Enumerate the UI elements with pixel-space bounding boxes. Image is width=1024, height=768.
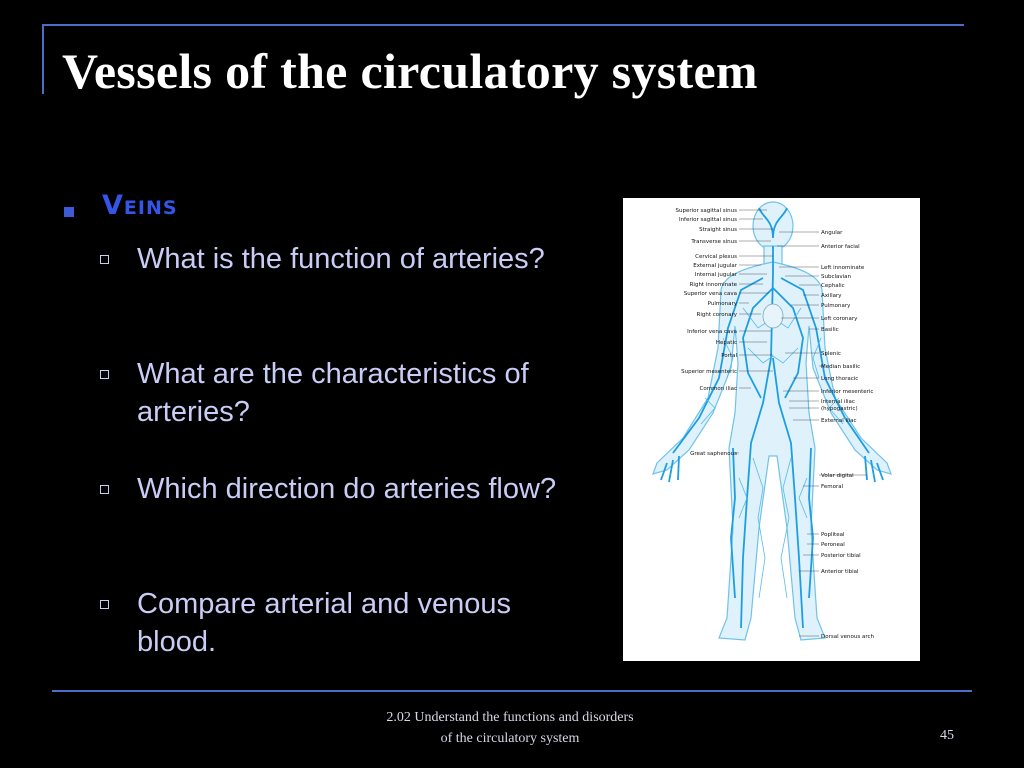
figure-label: Cervical plexus bbox=[695, 254, 737, 260]
figure-label: Posterior tibial bbox=[821, 553, 861, 559]
title-frame-top bbox=[42, 24, 964, 26]
figure-label: Median basilic bbox=[821, 364, 860, 370]
list-item-text: Which direction do arteries flow? bbox=[137, 473, 557, 505]
figure-label: Common iliac bbox=[700, 386, 738, 392]
figure-label: Superior sagittal sinus bbox=[676, 208, 738, 214]
figure-label: Femoral bbox=[821, 484, 844, 490]
figure-label: (hypogastric) bbox=[821, 406, 858, 412]
figure-label: Right coronary bbox=[697, 312, 738, 318]
list-item-text: Compare arterial and venous blood. bbox=[137, 588, 511, 658]
figure-label: Great saphenous bbox=[690, 451, 737, 457]
list-item: What is the function of arteries? bbox=[100, 240, 580, 278]
figure-label: Pulmonary bbox=[708, 301, 738, 307]
figure-label: Popliteal bbox=[821, 532, 845, 538]
figure-label: Volar digital bbox=[821, 473, 854, 479]
figure-label: Subclavian bbox=[821, 274, 852, 280]
figure-label: Inferior sagittal sinus bbox=[679, 217, 737, 223]
title-frame-left bbox=[42, 24, 44, 94]
footer-line-2: of the circulatory system bbox=[440, 731, 580, 746]
hollow-square-bullet-icon bbox=[100, 600, 109, 609]
figure-label: Internal iliac bbox=[821, 399, 855, 405]
hollow-square-bullet-icon bbox=[100, 370, 109, 379]
hollow-square-bullet-icon bbox=[100, 485, 109, 494]
figure-label: Portal bbox=[721, 353, 737, 359]
figure-label: Transverse sinus bbox=[690, 239, 737, 245]
list-item: What are the characteristics of arteries… bbox=[100, 355, 580, 431]
figure-label: Inferior vena cava bbox=[687, 329, 737, 335]
figure-label: Left innominate bbox=[821, 265, 865, 271]
figure-label: Superior vena cava bbox=[684, 291, 737, 297]
list-item-text: What are the characteristics of arteries… bbox=[137, 358, 529, 428]
slide-number: 45 bbox=[940, 728, 954, 743]
figure-label: Cephalic bbox=[821, 283, 845, 289]
footer-line-1: 2.02 Understand the functions and disord… bbox=[386, 710, 634, 725]
figure-label: Anterior facial bbox=[821, 244, 860, 250]
list-item: Which direction do arteries flow? bbox=[100, 470, 580, 508]
list-item-text: What is the function of arteries? bbox=[137, 243, 545, 275]
figure-label: Long thoracic bbox=[821, 376, 858, 382]
footer-text: 2.02 Understand the functions and disord… bbox=[340, 707, 680, 749]
figure-label: Hepatic bbox=[716, 340, 737, 346]
figure-label: Axillary bbox=[821, 293, 842, 299]
figure-label: Splenic bbox=[821, 351, 841, 357]
figure-label: Dorsal venous arch bbox=[821, 634, 874, 640]
main-bullet-icon bbox=[64, 207, 74, 217]
figure-label: Straight sinus bbox=[699, 227, 737, 233]
figure-label: External iliac bbox=[821, 418, 857, 424]
figure-label: Superior mesenteric bbox=[681, 369, 737, 375]
figure-label: Angular bbox=[821, 230, 843, 236]
slide-title: Vessels of the circulatory system bbox=[62, 43, 758, 99]
footer-line bbox=[52, 690, 972, 692]
figure-label: External jugular bbox=[693, 263, 737, 269]
figure-label: Anterior tibial bbox=[821, 569, 859, 575]
figure-label: Internal jugular bbox=[695, 272, 738, 278]
hollow-square-bullet-icon bbox=[100, 255, 109, 264]
figure-label: Pulmonary bbox=[821, 303, 851, 309]
figure-label: Right innominate bbox=[690, 282, 738, 288]
figure-label: Peroneal bbox=[821, 542, 845, 548]
list-item: Compare arterial and venous blood. bbox=[100, 585, 580, 661]
figure-label: Basilic bbox=[821, 327, 839, 333]
section-heading: Veins bbox=[102, 190, 178, 221]
figure-label: Left coronary bbox=[821, 316, 858, 322]
figure-label: Inferior mesenteric bbox=[821, 389, 873, 395]
